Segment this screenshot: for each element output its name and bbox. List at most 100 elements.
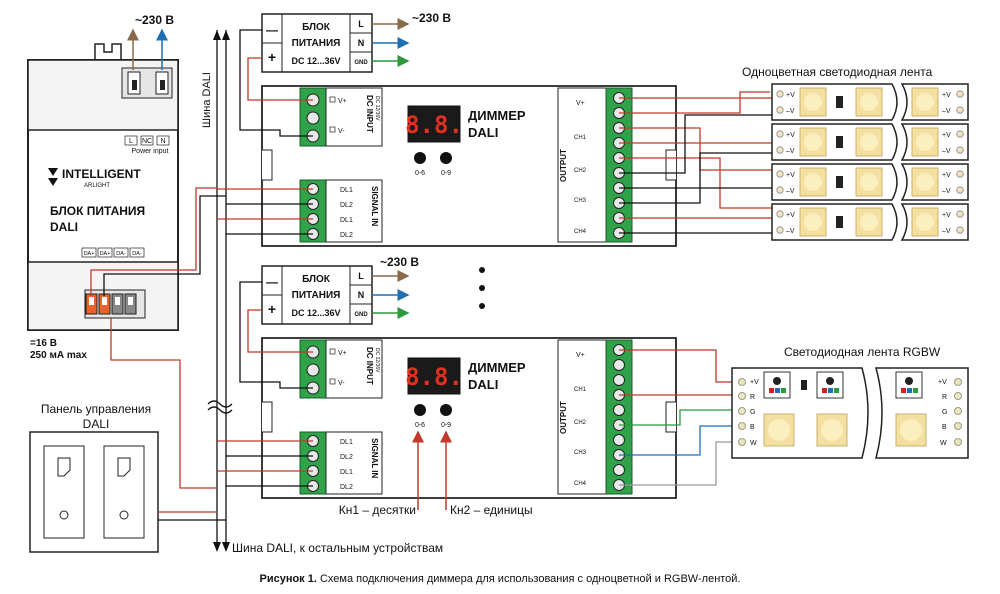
intelligent-logo-icon xyxy=(48,168,58,186)
dimmer1-title1: ДИММЕР xyxy=(468,108,526,123)
mono-strip: +V–V+V–V xyxy=(771,163,969,201)
mono-strip-term: +V xyxy=(786,212,795,219)
dimmer2-title2: DALI xyxy=(468,377,498,392)
dimmer2-sig-dl1b: DL1 xyxy=(340,469,353,476)
resistor xyxy=(836,96,843,108)
da-label-2: DA+ xyxy=(100,251,111,257)
mono-strip-term: +V xyxy=(942,92,951,99)
psu-brand: INTELLIGENT xyxy=(62,167,141,181)
dimmer1-button-tens[interactable] xyxy=(414,152,426,164)
dimmer1-output-wires xyxy=(619,91,780,234)
top-supply-label: ~230 В xyxy=(135,13,174,27)
mono-strip-term: –V xyxy=(786,148,795,155)
mono-strip: +V–V+V–V xyxy=(771,123,969,161)
mono-strip-term: +V xyxy=(942,172,951,179)
dimmer1-sig-dl2b: DL2 xyxy=(340,232,353,239)
rgbw-term-w-r: W xyxy=(940,440,947,447)
dimmer2-sig-dl2b: DL2 xyxy=(340,484,353,491)
mono-strip-term: –V xyxy=(942,228,951,235)
dimmer1-dc-term-vminus: V- xyxy=(338,128,345,135)
psu1-supply-label: ~230 В xyxy=(412,11,451,25)
resistor xyxy=(836,136,843,148)
dimmer2-out-ch3: CH3 xyxy=(574,450,587,456)
power-terminal-L: L xyxy=(129,138,133,145)
psu1-term-N: N xyxy=(358,38,365,48)
psu2-plus: + xyxy=(268,301,276,317)
psu2-term-N: N xyxy=(358,290,365,300)
mono-strip-term: +V xyxy=(942,212,951,219)
dimmer1-out-ch1: CH1 xyxy=(574,135,587,141)
bus-bottom-label: Шина DALI, к остальным устройствам xyxy=(232,541,443,555)
rgbw-term-b-r: B xyxy=(942,424,947,431)
rgbw-resistor-1 xyxy=(801,380,807,390)
psu-to-dimmer-wires xyxy=(239,29,313,389)
dimmer1-dc-input-sub: DC 12/36V xyxy=(374,96,380,121)
psu1-line3: DC 12...36V xyxy=(291,56,340,66)
more-devices-dots xyxy=(479,267,485,309)
panel-switch-1[interactable] xyxy=(59,510,69,520)
psu1-term-GND: GND xyxy=(354,60,368,66)
rgbw-term-r: R xyxy=(750,394,755,401)
dimmer2-btn1-label: 0-6 xyxy=(415,422,425,429)
dimmer1-button-units[interactable] xyxy=(440,152,452,164)
dimmer2-button-units[interactable] xyxy=(440,404,452,416)
button-callouts: Кн1 – десятки Кн2 – единицы xyxy=(339,430,533,517)
figure-caption-number: Рисунок 1. xyxy=(259,573,316,585)
rgbw-term-g-r: G xyxy=(942,409,947,416)
mono-strip-term: –V xyxy=(942,188,951,195)
dimmer2-out-ch2: CH2 xyxy=(574,420,587,426)
dimmer1-output: OUTPUT xyxy=(559,149,568,182)
rgbw-term-g: G xyxy=(750,409,755,416)
dali-psu: L NC N Power input INTELLIGENT ARLIGHT Б… xyxy=(27,43,179,361)
dimmer2-output: OUTPUT xyxy=(559,401,568,434)
rgbw-term-vplus: +V xyxy=(750,379,759,386)
da-label-1: DA+ xyxy=(84,251,95,257)
dimmer2-button-tens[interactable] xyxy=(414,404,426,416)
mono-strip-term: –V xyxy=(786,108,795,115)
dimmer1-sig-dl1b: DL1 xyxy=(340,217,353,224)
dimmer1-signal-in: SIGNAL IN xyxy=(370,186,379,227)
dimmer1-out-ch4: CH4 xyxy=(574,229,587,235)
mono-strip-term: –V xyxy=(942,108,951,115)
dimmer1-display: 8.8. xyxy=(405,111,463,139)
panel-title-line2: DALI xyxy=(83,417,110,431)
dimmer1-btn2-label: 0-9 xyxy=(441,170,451,177)
psu-to-bus-wires xyxy=(90,187,226,296)
dimmer2-sig-dl1a: DL1 xyxy=(340,439,353,446)
psu2-term-L: L xyxy=(358,271,364,281)
psu1-plus: + xyxy=(268,49,276,65)
psu1-line1: БЛОК xyxy=(302,22,331,33)
mono-strip-term: +V xyxy=(786,172,795,179)
resistor xyxy=(836,176,843,188)
dimmer2-sig-dl2a: DL2 xyxy=(340,454,353,461)
btn2-caption: Кн2 – единицы xyxy=(450,503,533,517)
dimmer1-dc-term-vplus: V+ xyxy=(338,98,347,105)
power-terminal-NC: NC xyxy=(142,138,152,145)
dimmer2-out-ch1: CH1 xyxy=(574,387,587,393)
dimmer2-out-ch4: CH4 xyxy=(574,481,587,487)
dimmer1-out-ch2: CH2 xyxy=(574,168,587,174)
figure-caption-text: Схема подключения диммера для использова… xyxy=(317,573,741,585)
dali-bus-vertical-label: Шина DALI xyxy=(201,72,213,128)
dimmer1-dc-input: DC INPUT xyxy=(365,95,374,133)
dali-terminal-labels: DA+ DA+ DA- DA- xyxy=(81,247,145,258)
dimmer1-sig-dl2a: DL2 xyxy=(340,202,353,209)
panel-switch-2[interactable] xyxy=(119,510,129,520)
dimmer2-signal-in: SIGNAL IN xyxy=(370,438,379,479)
psu2-line3: DC 12...36V xyxy=(291,308,340,318)
psu-output-current: 250 мА max xyxy=(30,350,87,361)
psu1-line2: ПИТАНИЯ xyxy=(292,38,341,49)
dimmer2-title1: ДИММЕР xyxy=(468,360,526,375)
rgbw-term-w: W xyxy=(750,440,757,447)
figure-caption: Рисунок 1. Схема подключения диммера для… xyxy=(259,573,740,585)
dimmer2-output-wires xyxy=(619,349,737,486)
mono-strip-title: Одноцветная светодиодная лента xyxy=(742,65,933,79)
mono-strip: +V–V+V–V xyxy=(771,83,969,121)
psu2-mains-arrows: ~230 В xyxy=(372,255,419,319)
power-terminal-N: N xyxy=(160,138,165,145)
mono-strip-term: –V xyxy=(942,148,951,155)
psu-title-line1: БЛОК ПИТАНИЯ xyxy=(50,204,145,218)
mono-strips: +V–V+V–V+V–V+V–V+V–V+V–V+V–V+V–V xyxy=(771,83,969,241)
psu2-supply-label: ~230 В xyxy=(380,255,419,269)
psu-unit-2: — + БЛОК ПИТАНИЯ DC 12...36V L N GND xyxy=(261,265,373,325)
